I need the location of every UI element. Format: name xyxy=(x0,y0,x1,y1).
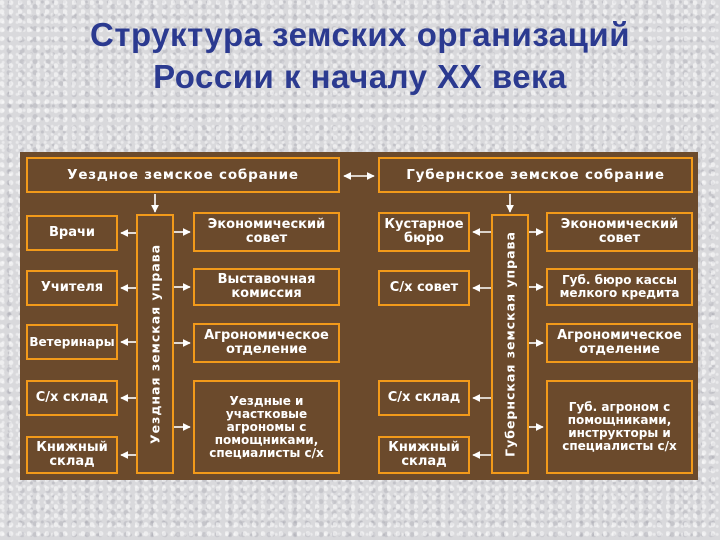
right-unit-economic-council: Экономический совет xyxy=(546,212,693,252)
county-uprava-box: Уездная земская управа xyxy=(136,214,174,474)
page-title: Структура земских организаций России к н… xyxy=(0,14,720,98)
left-staff-warehouse: С/х склад xyxy=(26,380,118,416)
left-unit-exhibition-commission: Выставочная комиссия xyxy=(193,268,340,306)
left-staff-doctors: Врачи xyxy=(26,215,118,251)
county-assembly-box: Уездное земское собрание xyxy=(26,157,340,193)
right-staff-bookstore: Книжный склад xyxy=(378,436,470,474)
province-assembly-box: Губернское земское собрание xyxy=(378,157,693,193)
left-staff-teachers: Учителя xyxy=(26,270,118,306)
right-unit-agronomists: Губ. агроном с помощниками, инструкторы … xyxy=(546,380,693,474)
right-staff-craft-bureau: Кустарное бюро xyxy=(378,212,470,252)
province-uprava-box: Губернская земская управа xyxy=(491,214,529,474)
right-unit-credit-bureau: Губ. бюро кассы мелкого кредита xyxy=(546,268,693,306)
right-unit-agronomy-department: Агрономическое отделение xyxy=(546,323,693,363)
right-staff-agri-council: С/х совет xyxy=(378,270,470,306)
right-staff-warehouse: С/х склад xyxy=(378,380,470,416)
left-staff-veterinarians: Ветеринары xyxy=(26,324,118,360)
left-unit-agronomists: Уездные и участковые агрономы с помощник… xyxy=(193,380,340,474)
left-staff-bookstore: Книжный склад xyxy=(26,436,118,474)
left-unit-economic-council: Экономический совет xyxy=(193,212,340,252)
title-line-1: Структура земских организаций xyxy=(89,16,631,53)
title-line-2: России к началу XX века xyxy=(153,58,567,95)
left-unit-agronomy-department: Агрономическое отделение xyxy=(193,323,340,363)
